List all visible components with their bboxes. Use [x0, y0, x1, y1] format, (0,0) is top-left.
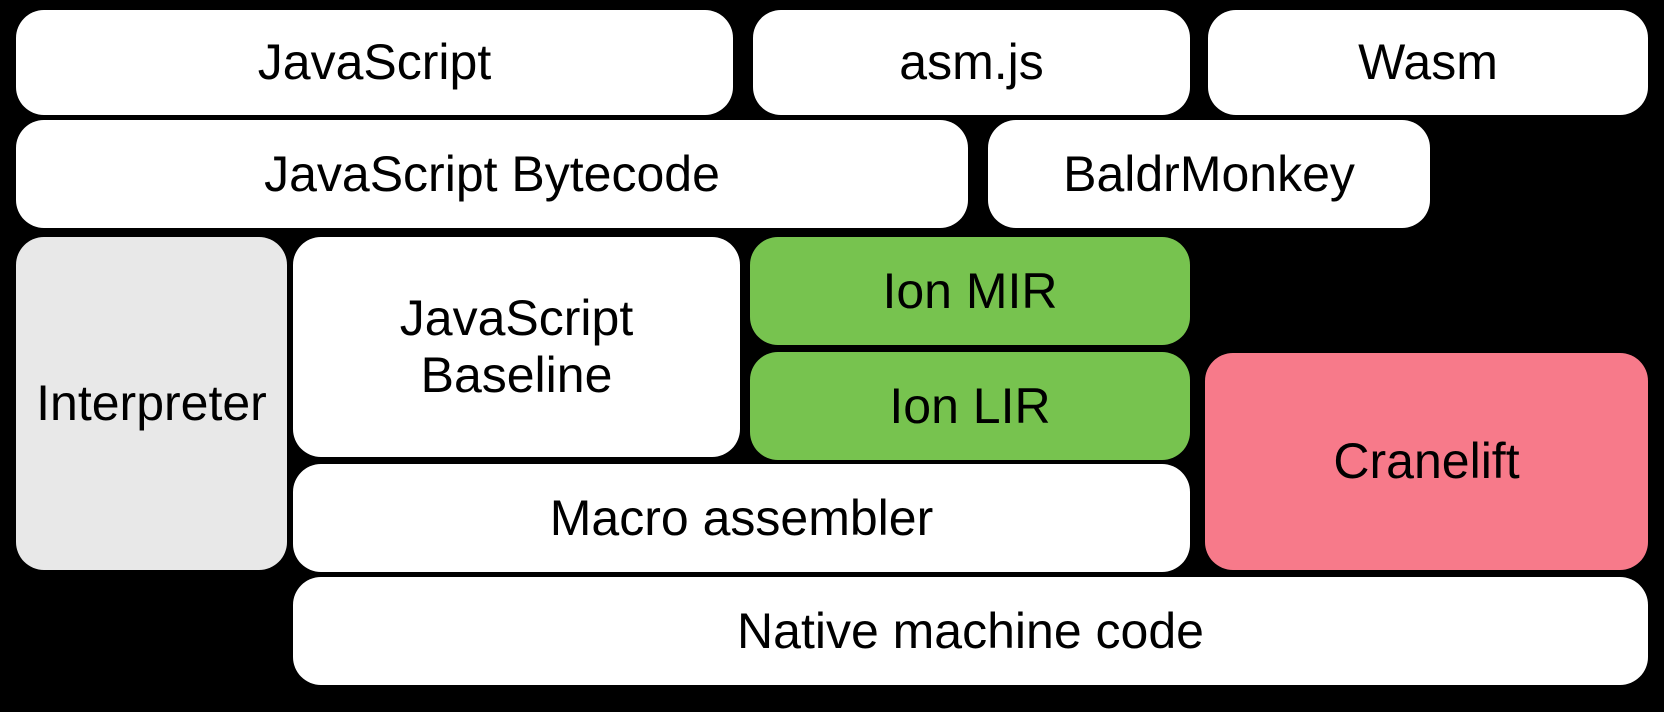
box-native-machine-code: Native machine code	[293, 577, 1648, 685]
box-interpreter: Interpreter	[16, 237, 287, 570]
box-javascript-baseline-line1: JavaScript	[399, 290, 634, 346]
box-javascript-baseline-label: JavaScript Baseline	[400, 290, 633, 404]
box-native-machine-code-label: Native machine code	[737, 602, 1204, 659]
box-interpreter-label: Interpreter	[36, 375, 267, 431]
box-ion-lir: Ion LIR	[750, 352, 1190, 460]
box-macro-assembler: Macro assembler	[293, 464, 1190, 572]
box-javascript-bytecode-label: JavaScript Bytecode	[264, 145, 720, 202]
box-javascript-baseline: JavaScript Baseline	[293, 237, 740, 457]
box-javascript: JavaScript	[16, 10, 733, 115]
box-cranelift: Cranelift	[1205, 353, 1648, 570]
box-wasm: Wasm	[1208, 10, 1648, 115]
box-wasm-label: Wasm	[1358, 34, 1498, 90]
box-ion-lir-label: Ion LIR	[889, 377, 1051, 434]
box-javascript-baseline-line2: Baseline	[420, 347, 613, 403]
box-javascript-bytecode: JavaScript Bytecode	[16, 120, 968, 228]
box-baldrmonkey: BaldrMonkey	[988, 120, 1430, 228]
box-ion-mir: Ion MIR	[750, 237, 1190, 345]
box-asmjs: asm.js	[753, 10, 1190, 115]
box-asmjs-label: asm.js	[899, 34, 1044, 90]
box-cranelift-label: Cranelift	[1333, 433, 1520, 489]
box-baldrmonkey-label: BaldrMonkey	[1063, 145, 1355, 202]
box-ion-mir-label: Ion MIR	[882, 262, 1058, 319]
box-macro-assembler-label: Macro assembler	[549, 489, 934, 546]
box-javascript-label: JavaScript	[257, 34, 492, 90]
